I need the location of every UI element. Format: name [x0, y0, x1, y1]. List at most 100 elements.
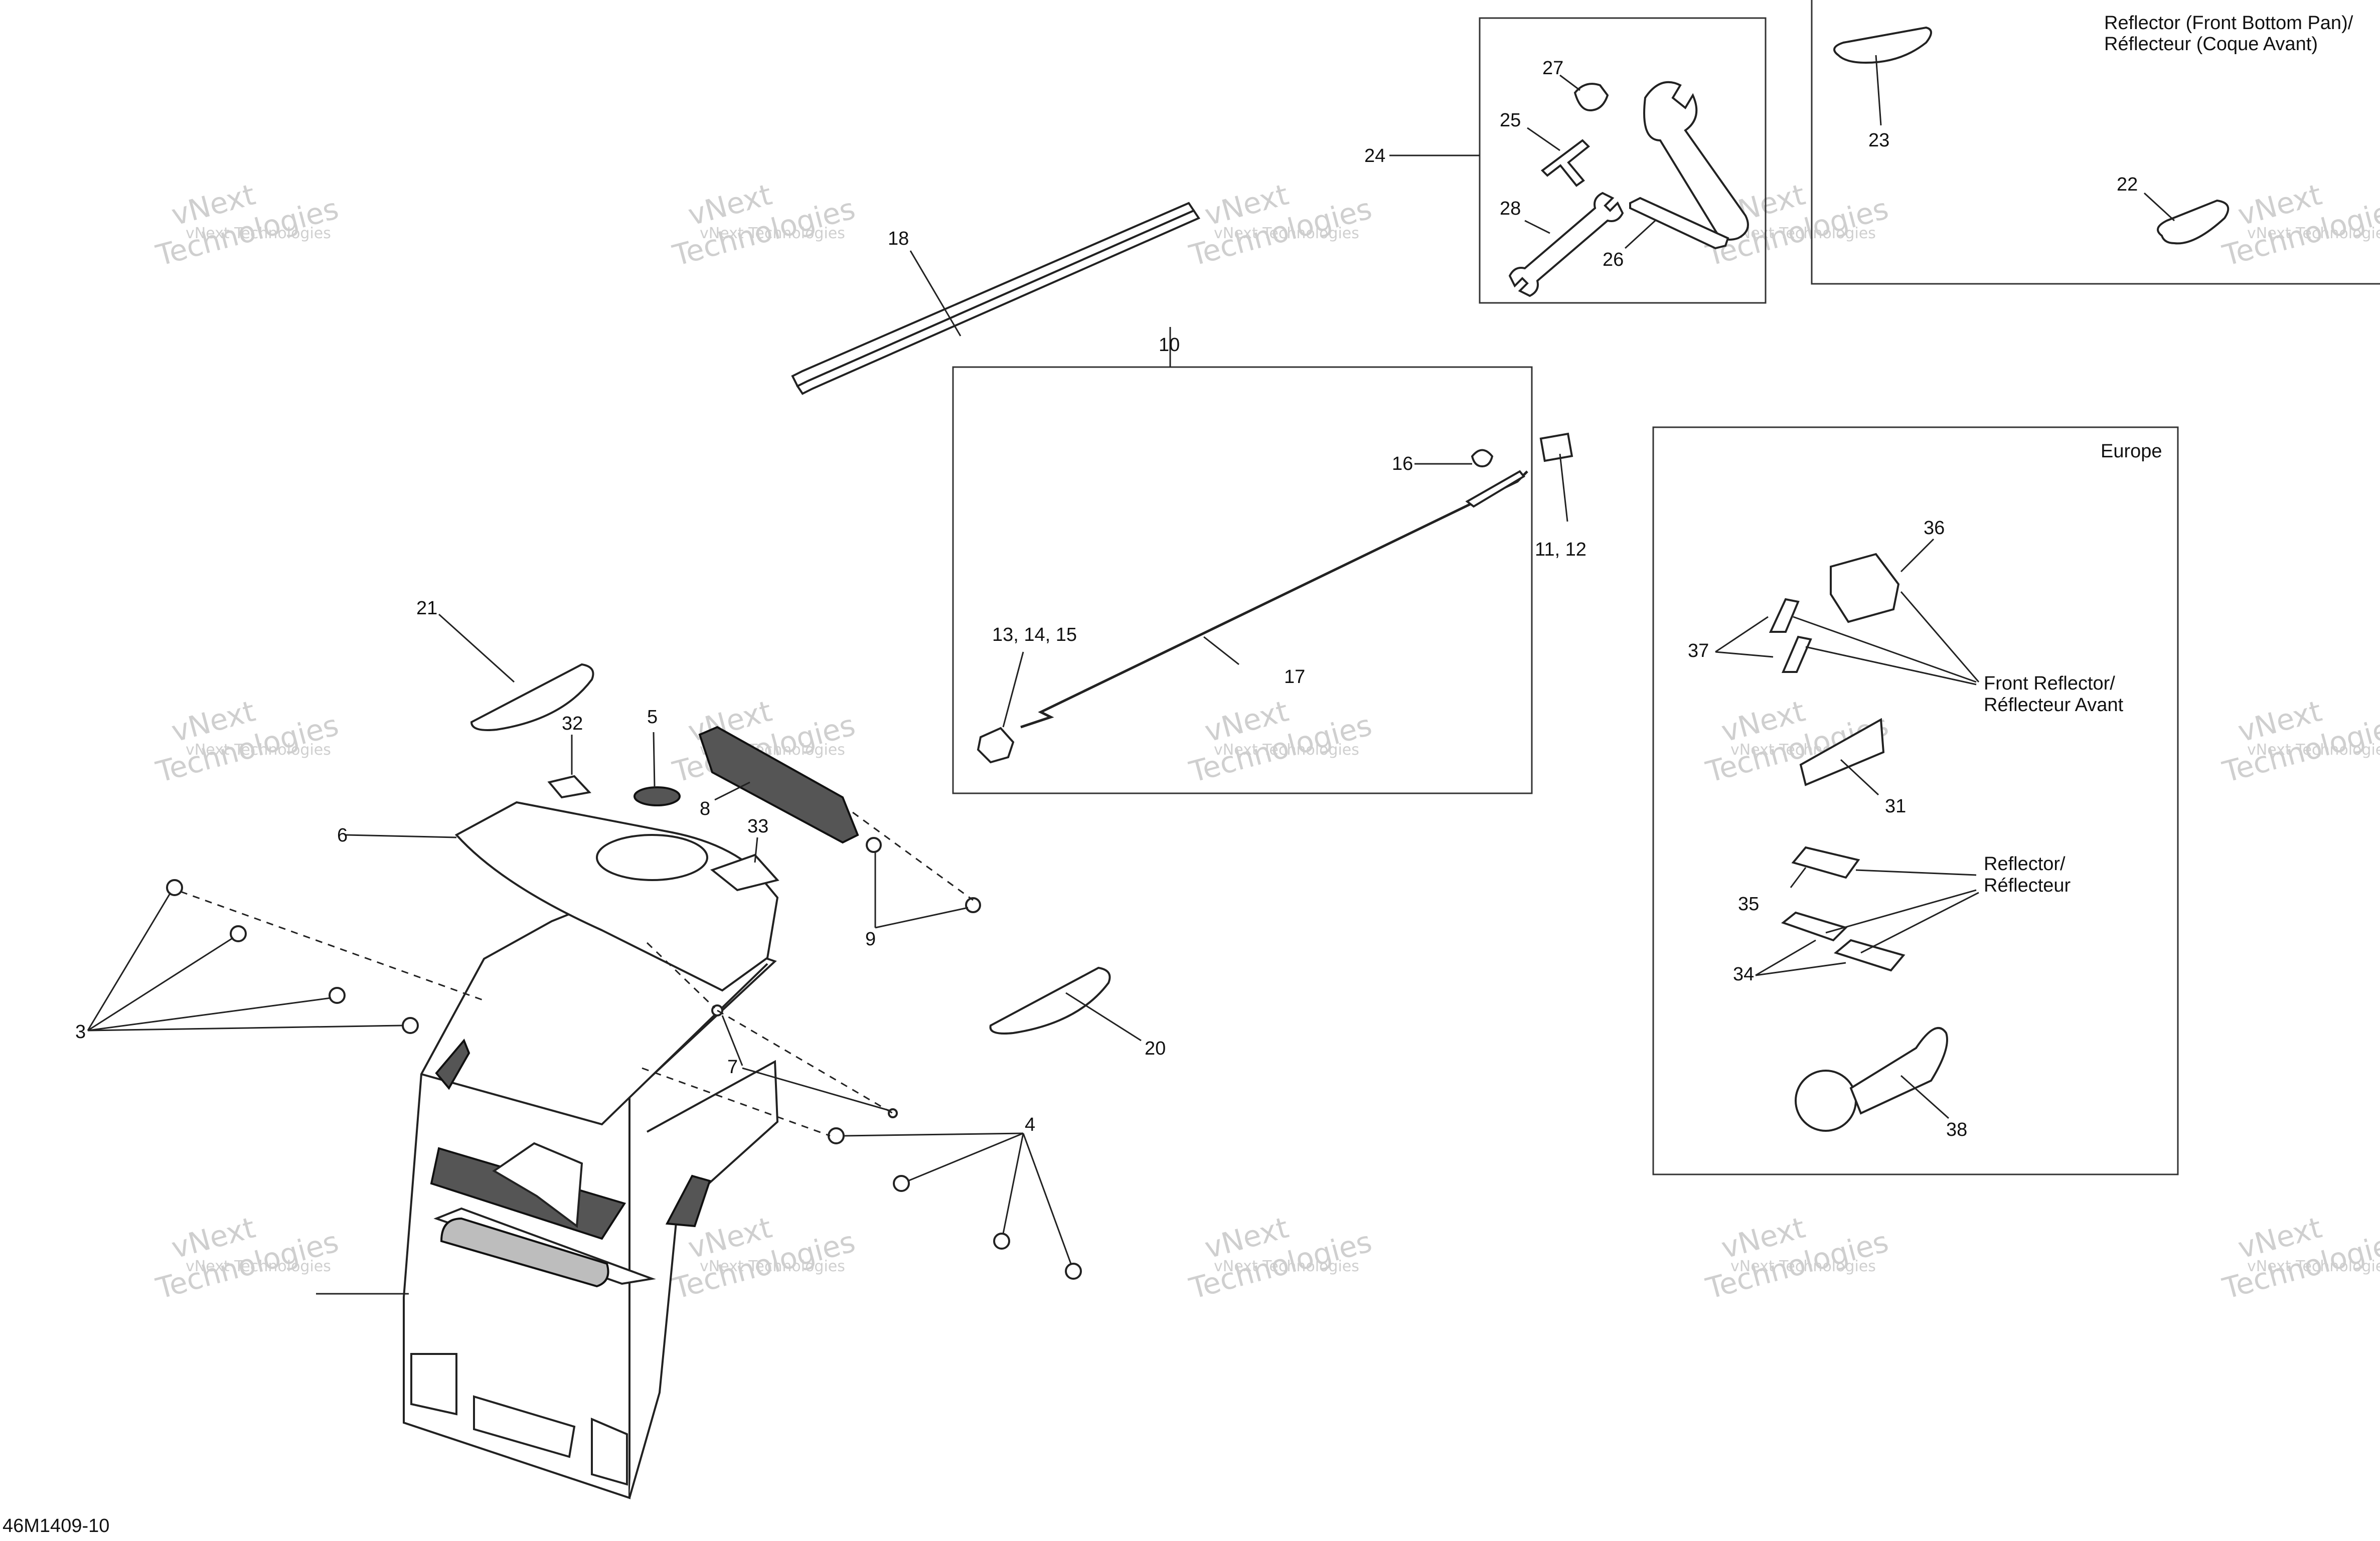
wiring-harness [977, 327, 1573, 764]
harness-box [952, 366, 1533, 794]
callout-31: 31 [1885, 796, 1906, 817]
front-bottom-pan-reflectors [1833, 26, 2230, 245]
bracket-37a [1769, 598, 1800, 633]
grille [698, 726, 859, 844]
flat-tool [1629, 197, 1729, 250]
horn-icon [1795, 1027, 1948, 1132]
watermark-text: vNext Technologies [700, 225, 845, 242]
watermark-tile: vNext Technologies [669, 178, 859, 273]
reflector-front-bottom-pan-box [1811, 0, 2380, 285]
europe-parts: Front Reflector/ Réflecteur Avant Reflec… [1715, 538, 2124, 1132]
callout-20: 20 [1145, 1038, 1166, 1059]
watermark-tile: vNext Technologies [152, 1211, 342, 1306]
callout-5: 5 [647, 707, 658, 728]
callout-9: 9 [865, 929, 876, 950]
watermark-tile: vNext Technologies [1702, 1211, 1892, 1306]
watermark-text: vNext Technologies [186, 741, 331, 759]
callout-36: 36 [1924, 518, 1945, 539]
reflector-35 [1791, 846, 1860, 879]
callout-17: 17 [1284, 666, 1305, 688]
brand-badge [440, 1217, 609, 1288]
watermark-tile: vNext Technologies [2219, 1211, 2380, 1306]
open-end-wrench-icon [1508, 192, 1624, 297]
connector-11-12 [1539, 432, 1573, 462]
reflector-22 [2157, 199, 2230, 245]
reflector-label-fr: Réflecteur [1984, 875, 2071, 896]
callout-10: 10 [1159, 334, 1180, 356]
callout-27: 27 [1542, 58, 1563, 79]
reflector-34a [1781, 911, 1848, 942]
callout-25: 25 [1500, 110, 1521, 131]
watermark-text: vNext Technologies [1730, 1258, 1876, 1275]
reflector-label: Reflector/ [1984, 853, 2066, 875]
upper-panel [346, 801, 779, 992]
reflector-20 [989, 966, 1111, 1035]
watermark-text: vNext Technologies [186, 1258, 331, 1275]
watermark-text: vNext Technologies [1214, 1258, 1359, 1275]
fasteners-7 [646, 942, 898, 1118]
watermark-text: vNext Technologies [1214, 741, 1359, 759]
watermark-text: vNext Technologies [2247, 741, 2380, 759]
harness-sleeve [1465, 470, 1525, 508]
watermark-tile: vNext Technologies [152, 694, 342, 789]
front-reflector-36 [1830, 553, 1900, 623]
callout-38: 38 [1946, 1119, 1967, 1140]
callout-23: 23 [1868, 130, 1889, 151]
fasteners-3 [87, 879, 485, 1034]
front-reflector-label-fr: Réflecteur Avant [1984, 695, 2124, 716]
clip-16 [1471, 449, 1494, 468]
fasteners-9 [852, 811, 981, 929]
callout-18: 18 [888, 228, 909, 249]
reflector-front-bottom-pan-title: Reflector (Front Bottom Pan)/ [2104, 13, 2353, 34]
decal-32 [547, 775, 591, 799]
reflector-31 [1799, 718, 1885, 786]
fasteners-4 [642, 1067, 1082, 1280]
reflector-23 [1833, 26, 1932, 64]
watermark-tile: vNext Technologies [1186, 178, 1375, 273]
callout-24: 24 [1364, 145, 1385, 166]
hook-tool [1573, 83, 1609, 112]
callout-21: 21 [416, 598, 437, 619]
europe-box [1652, 426, 2179, 1175]
europe-title: Europe [2101, 441, 2162, 462]
diagram-code: 46M1409-10 [3, 1515, 109, 1536]
bracket-37b [1781, 635, 1812, 673]
callout-35: 35 [1738, 894, 1759, 915]
callout-3: 3 [75, 1021, 86, 1043]
watermark-text: vNext Technologies [2247, 225, 2380, 242]
callout-13-14-15: 13, 14, 15 [992, 624, 1077, 645]
watermark-tile: vNext Technologies [2219, 178, 2380, 273]
callout-4: 4 [1025, 1114, 1035, 1135]
callout-34: 34 [1733, 964, 1754, 985]
front-reflector-label: Front Reflector/ [1984, 673, 2115, 694]
decal-33 [710, 853, 779, 892]
watermark-text: vNext Technologies [700, 1258, 845, 1275]
callout-37: 37 [1688, 640, 1709, 661]
reflector-front-bottom-pan-title-fr: Réflecteur (Coque Avant) [2104, 34, 2318, 55]
callout-28: 28 [1500, 198, 1521, 219]
reflector-34b [1833, 939, 1906, 972]
watermark-tile: vNext Technologies [2219, 694, 2380, 789]
watermark-tile: vNext Technologies [1186, 1211, 1375, 1306]
watermark-text: vNext Technologies [1214, 225, 1359, 242]
callout-7: 7 [727, 1057, 738, 1078]
hex-key [1540, 139, 1590, 187]
reflector-21 [470, 663, 594, 731]
emblem [633, 786, 681, 806]
callout-16: 16 [1392, 453, 1413, 474]
callout-22: 22 [2117, 174, 2138, 195]
watermark-text: vNext Technologies [2247, 1258, 2380, 1275]
watermark-text: vNext Technologies [186, 225, 331, 242]
watermark-tile: vNext Technologies [1186, 694, 1375, 789]
front-hood-icon [316, 900, 779, 1499]
watermark-tile: vNext Technologies [152, 178, 342, 273]
tool-kit [1389, 74, 1749, 297]
callout-33: 33 [747, 816, 768, 837]
trim-strip [791, 202, 1200, 395]
tool-kit-box [1479, 17, 1767, 304]
wrench-icon [1643, 81, 1749, 241]
callout-6: 6 [337, 825, 348, 846]
callout-labels: 3 4 5 6 7 8 9 10 11, 12 13, 14, 15 16 17… [75, 58, 2138, 1140]
watermark-text: vNext Technologies [1730, 225, 1876, 242]
